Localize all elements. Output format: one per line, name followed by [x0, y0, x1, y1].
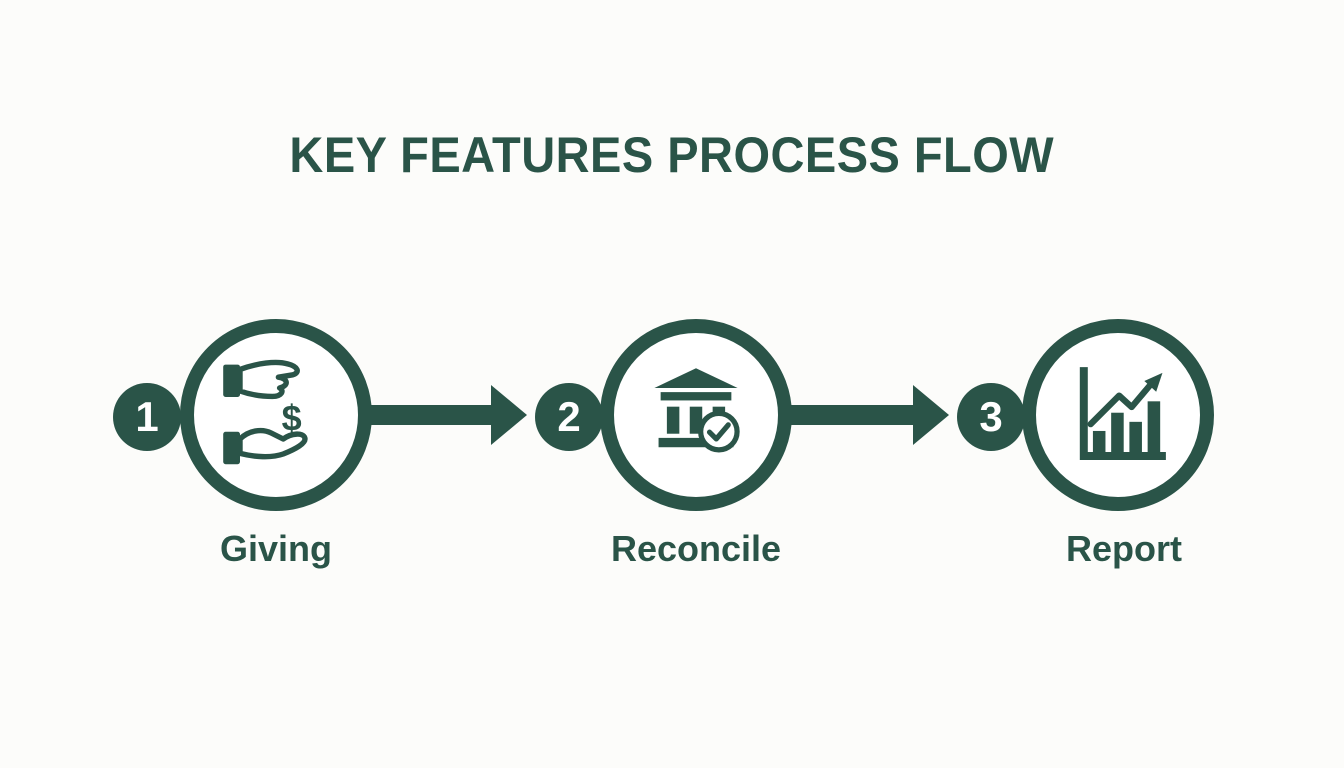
flow-arrow-icon: [791, 385, 949, 445]
step-2-circle: [600, 319, 792, 511]
step-2-label: Reconcile: [610, 528, 782, 569]
step-3-circle: [1022, 319, 1214, 511]
page-title-text: KEY FEATURES PROCESS FLOW: [289, 127, 1055, 183]
flow-arrow-icon: [369, 385, 527, 445]
svg-text:$: $: [282, 398, 302, 439]
page-title: KEY FEATURES PROCESS FLOW: [0, 126, 1344, 184]
step-2-number-badge: 2: [535, 383, 603, 451]
step-3-number: 3: [979, 393, 1003, 440]
growth-chart-icon: [1079, 367, 1166, 461]
step-1-label: Giving: [219, 528, 332, 569]
step-3-number-badge: 3: [957, 383, 1025, 451]
step-1-number-badge: 1: [113, 383, 181, 451]
step-1-circle: $: [180, 319, 372, 511]
step-2-number: 2: [557, 393, 581, 440]
bank-verified-icon: [654, 368, 740, 453]
step-3-label: Report: [1066, 528, 1182, 569]
step-1-number: 1: [135, 393, 159, 440]
hands-giving-dollar-icon: $: [223, 359, 308, 465]
